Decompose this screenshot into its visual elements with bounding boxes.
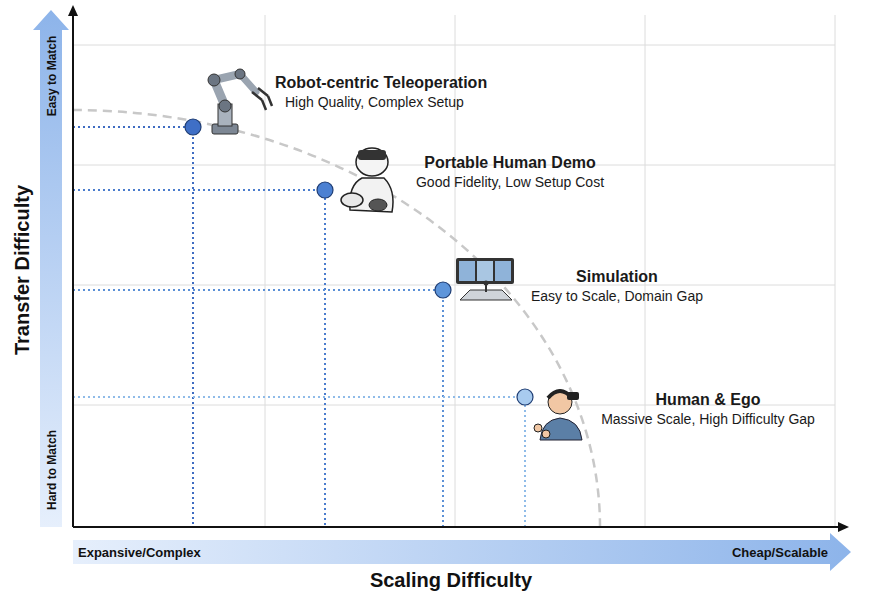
- method-label: Human & EgoMassive Scale, High Difficult…: [601, 390, 815, 428]
- axis-label: Cheap/Scalable: [732, 545, 828, 560]
- axis-label: Expansive/Complex: [78, 545, 201, 560]
- method-description: Easy to Scale, Domain Gap: [531, 287, 703, 305]
- method-description: Massive Scale, High Difficulty Gap: [601, 410, 815, 428]
- method-label: Portable Human DemoGood Fidelity, Low Se…: [416, 153, 604, 191]
- axis-label: Easy to Match: [45, 36, 59, 117]
- method-name: Portable Human Demo: [416, 153, 604, 173]
- method-label: SimulationEasy to Scale, Domain Gap: [531, 267, 703, 305]
- y-gradient-bar: [33, 10, 69, 527]
- axis-label: Transfer Difficulty: [11, 185, 34, 355]
- ego-human-icon: [534, 390, 582, 440]
- method-description: High Quality, Complex Setup: [275, 93, 487, 111]
- axis-arrow: [838, 522, 849, 532]
- axis-arrow: [68, 5, 78, 16]
- simulation-icon: [456, 258, 514, 300]
- robot-arm-icon: [208, 69, 272, 134]
- frontier-curve: [73, 110, 600, 527]
- method-name: Robot-centric Teleoperation: [275, 73, 487, 93]
- axis-label: Scaling Difficulty: [370, 569, 532, 592]
- axes: [73, 14, 840, 527]
- method-label: Robot-centric TeleoperationHigh Quality,…: [275, 73, 487, 111]
- axis-label: Hard to Match: [45, 430, 59, 510]
- x-gradient-bar: [73, 533, 851, 571]
- method-name: Human & Ego: [601, 390, 815, 410]
- method-description: Good Fidelity, Low Setup Cost: [416, 173, 604, 191]
- grid: [73, 15, 835, 527]
- vr-human-icon: [341, 148, 393, 212]
- method-name: Simulation: [531, 267, 703, 287]
